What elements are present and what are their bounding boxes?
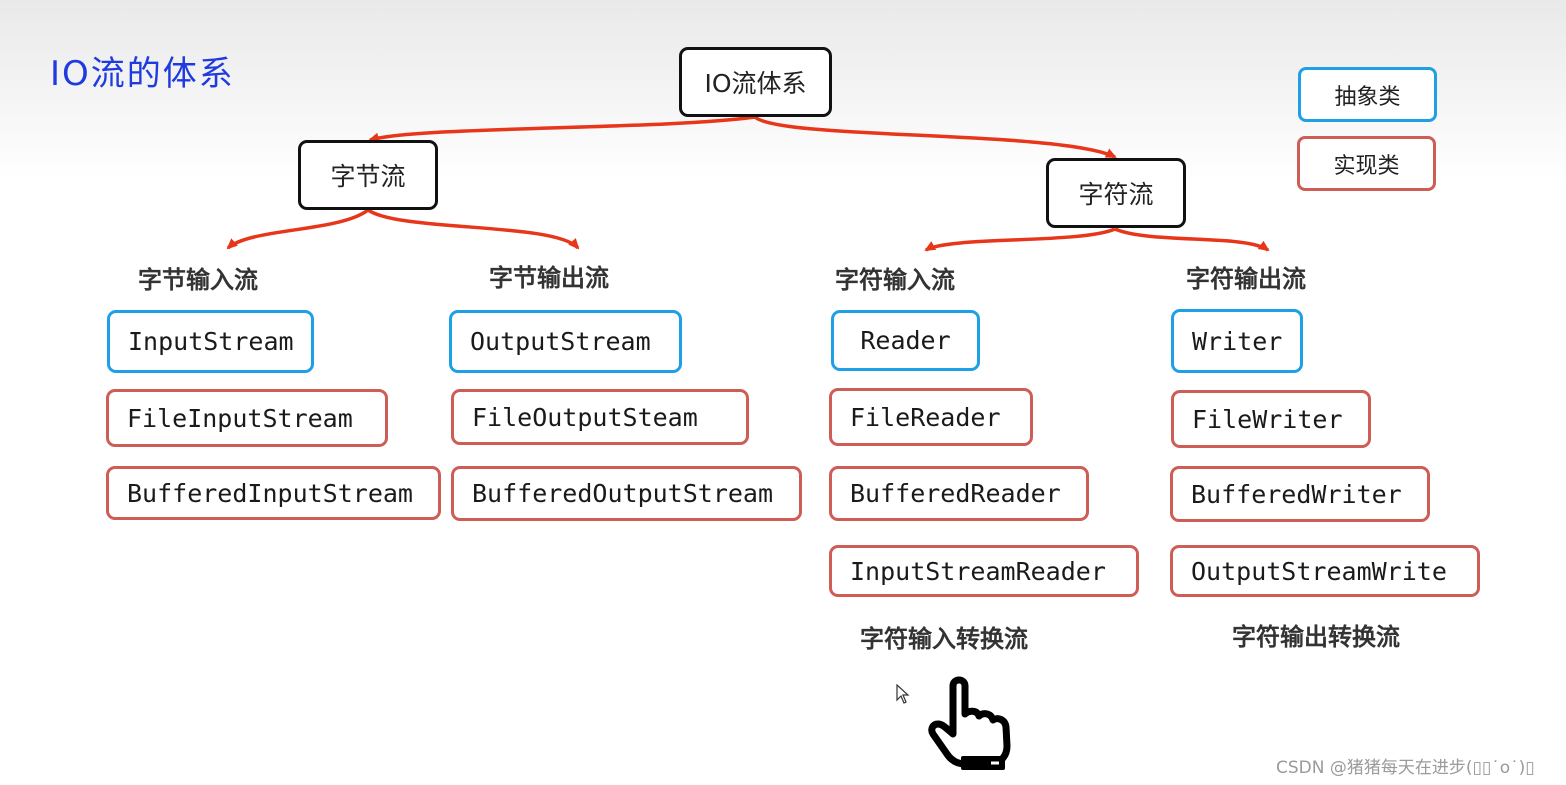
class-fileoutputsteam: FileOutputSteam bbox=[451, 389, 749, 445]
legend-abstract: 抽象类 bbox=[1298, 67, 1437, 122]
char-output-convert-caption: 字符输出转换流 bbox=[1232, 623, 1400, 651]
class-bufferedwriter: BufferedWriter bbox=[1170, 466, 1430, 522]
char-stream-node: 字符流 bbox=[1046, 158, 1186, 228]
watermark: CSDN @猪猪每天在进步(▯▯˙o˙)▯ bbox=[1276, 758, 1535, 778]
byte-output-heading: 字节输出流 bbox=[489, 264, 609, 292]
root-node: IO流体系 bbox=[679, 47, 832, 117]
class-bufferedinputstream: BufferedInputStream bbox=[106, 466, 441, 520]
char-input-convert-caption: 字符输入转换流 bbox=[860, 625, 1028, 653]
arrow-byte-to-input bbox=[226, 208, 370, 250]
class-filewriter: FileWriter bbox=[1171, 390, 1371, 448]
mouse-pointer-icon bbox=[896, 684, 910, 704]
class-fileinputstream: FileInputStream bbox=[106, 389, 388, 447]
legend-impl: 实现类 bbox=[1297, 136, 1436, 191]
char-input-heading: 字符输入流 bbox=[835, 266, 955, 294]
arrow-root-to-byte bbox=[368, 115, 756, 143]
arrow-char-to-output bbox=[1114, 227, 1270, 252]
arrow-root-to-char bbox=[753, 115, 1117, 159]
class-inputstream: InputStream bbox=[107, 310, 314, 373]
class-inputstreamreader: InputStreamReader bbox=[829, 545, 1139, 597]
class-filereader: FileReader bbox=[829, 388, 1033, 446]
char-output-heading: 字符输出流 bbox=[1186, 265, 1306, 293]
pointing-hand-icon bbox=[928, 676, 1011, 770]
class-outputstreamwrite: OutputStreamWrite bbox=[1170, 545, 1480, 597]
class-bufferedreader: BufferedReader bbox=[829, 466, 1089, 521]
class-bufferedoutputstream: BufferedOutputStream bbox=[451, 466, 802, 521]
class-outputstream: OutputStream bbox=[449, 310, 682, 373]
byte-stream-node: 字节流 bbox=[298, 140, 438, 210]
class-writer: Writer bbox=[1171, 309, 1303, 373]
byte-input-heading: 字节输入流 bbox=[138, 266, 258, 294]
arrow-char-to-input bbox=[924, 227, 1116, 252]
page-title: IO流的体系 bbox=[50, 54, 235, 94]
class-reader: Reader bbox=[831, 310, 980, 371]
arrow-byte-to-output bbox=[367, 208, 580, 250]
